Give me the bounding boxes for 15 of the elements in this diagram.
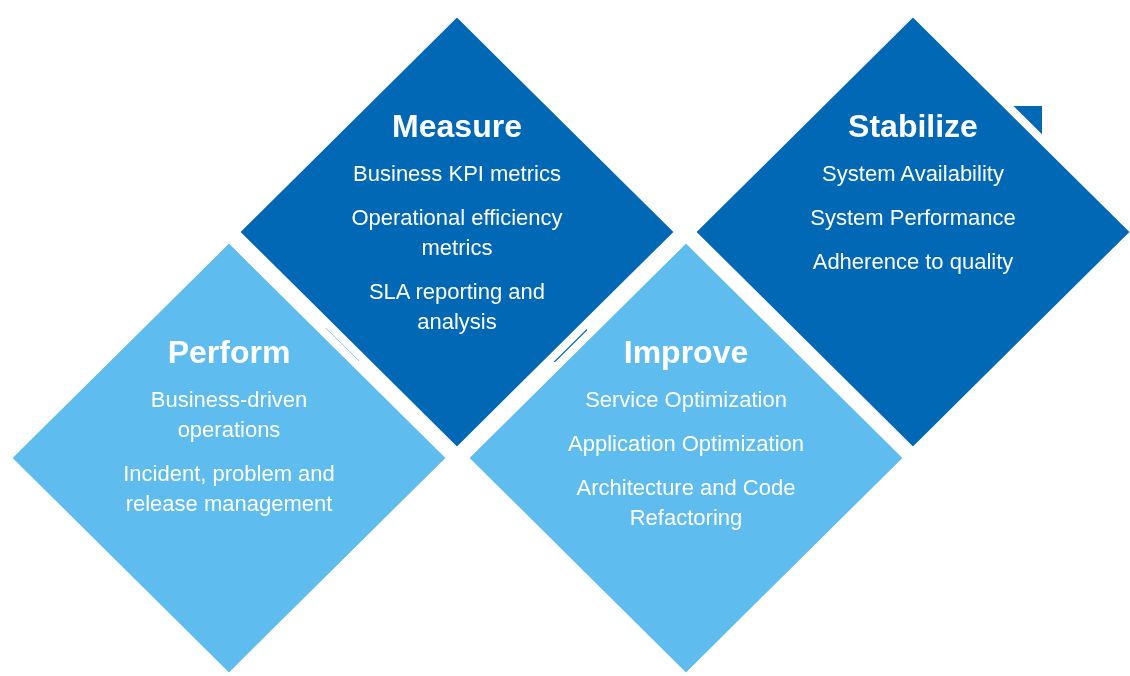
phase-item: System Availability	[822, 160, 1004, 189]
phase-item: Application Optimization	[568, 430, 804, 459]
phase-item: Incident, problem and release management	[122, 460, 336, 519]
phase-item: Architecture and Code Refactoring	[575, 474, 797, 533]
phase-heading: Stabilize	[848, 107, 978, 146]
phase-item: System Performance	[810, 204, 1016, 233]
phase-item: Service Optimization	[585, 386, 787, 415]
phase-item: Business-driven operations	[149, 386, 309, 445]
phase-heading: Measure	[392, 107, 522, 146]
phase-item: Operational efficiency metrics	[350, 204, 564, 263]
phase-item: Adherence to quality	[812, 248, 1014, 277]
phase-heading: Improve	[623, 333, 749, 372]
phase-item: Business KPI metrics	[353, 160, 561, 189]
phase-item: SLA reporting and analysis	[367, 278, 547, 337]
phase-heading: Perform	[167, 333, 291, 372]
